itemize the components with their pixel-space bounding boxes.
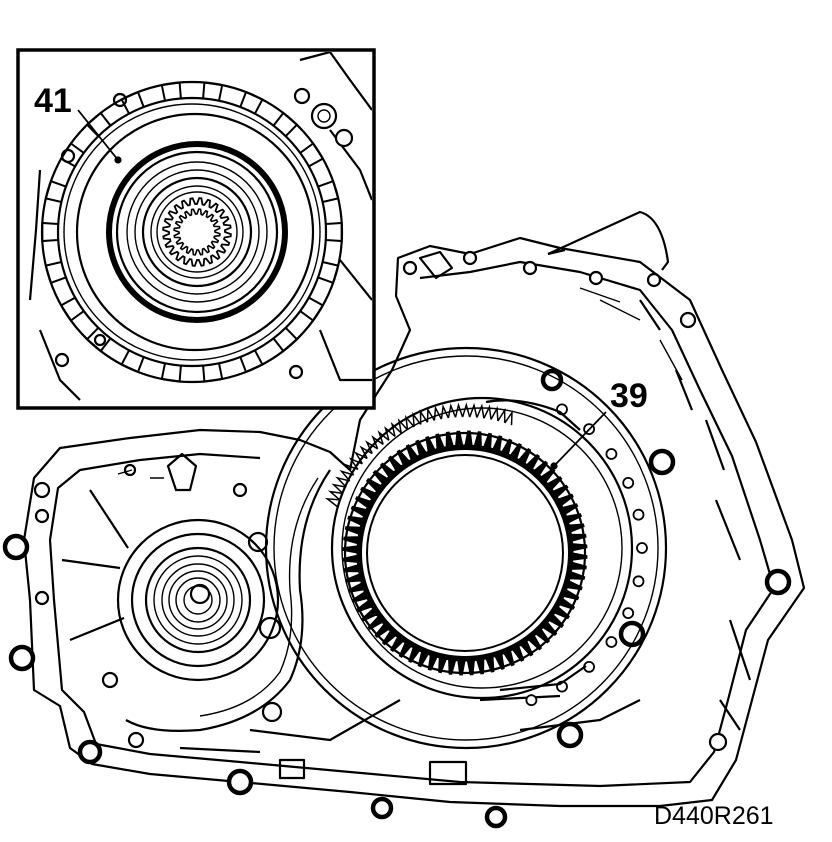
spline-hub <box>162 197 232 267</box>
part-label-41: 41 <box>34 82 72 120</box>
main-gear-assembly <box>264 346 668 750</box>
part-label-39: 39 <box>610 377 648 415</box>
drawing-code: D440R261 <box>654 802 774 830</box>
leader-39 <box>550 411 607 470</box>
case-bolts <box>2 250 792 829</box>
clutch-plate-lugs <box>41 81 343 383</box>
transmission-case <box>22 210 806 808</box>
leader-41 <box>77 109 122 164</box>
ring-gear <box>342 430 588 676</box>
outer-gear-teeth <box>324 402 513 508</box>
inset-detail <box>16 48 376 410</box>
left-shaft-assembly <box>116 452 280 682</box>
